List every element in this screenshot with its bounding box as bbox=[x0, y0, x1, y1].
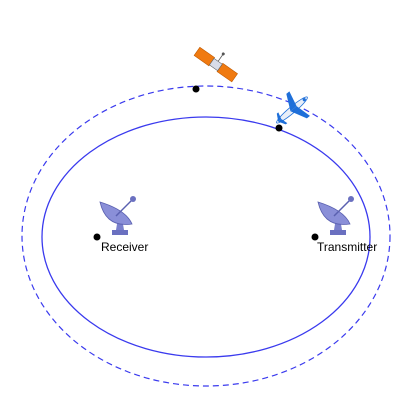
receiver-point bbox=[93, 233, 101, 241]
outer-dashed-ellipse bbox=[21, 85, 391, 387]
transmitter-point bbox=[311, 233, 319, 241]
receiver-dish-icon bbox=[99, 196, 136, 235]
airplane-icon bbox=[276, 91, 310, 125]
transmitter-dish-icon bbox=[317, 196, 354, 235]
receiver-label: Receiver bbox=[101, 240, 148, 254]
transmitter-label: Transmitter bbox=[317, 240, 377, 254]
satellite-icon bbox=[193, 46, 238, 83]
inner-solid-ellipse bbox=[41, 116, 371, 358]
airplane-point bbox=[275, 124, 283, 132]
satellite-point bbox=[192, 85, 200, 93]
